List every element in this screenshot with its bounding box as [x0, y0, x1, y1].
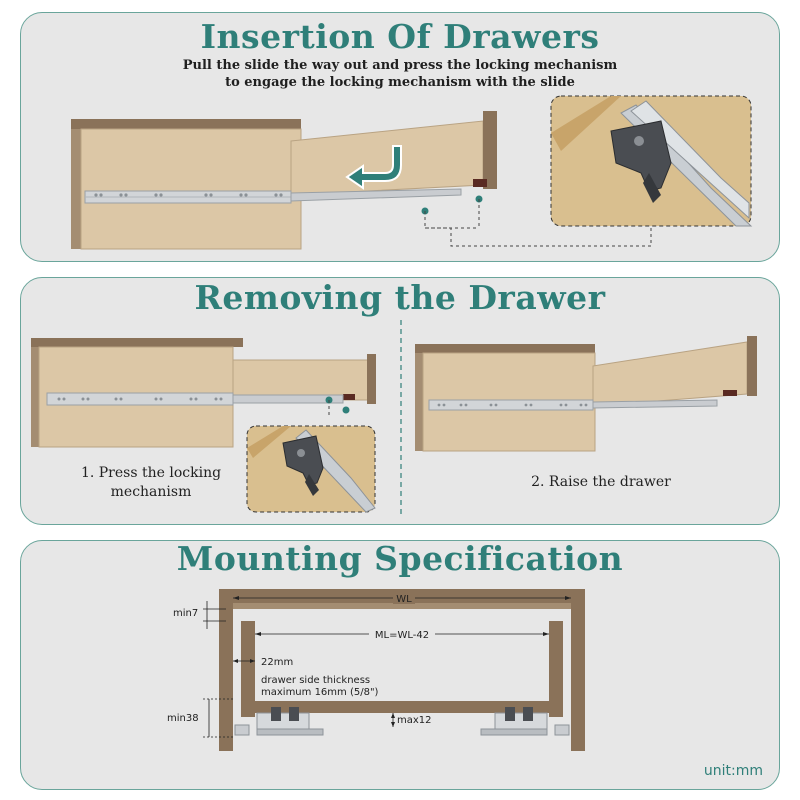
mounting-title: Mounting Specification	[176, 540, 624, 578]
ml-label: ML=WL-42	[375, 630, 429, 641]
step1-caption: 1. Press the locking mechanism	[61, 464, 241, 502]
right-drawer-raised	[592, 336, 757, 407]
removing-diagram	[31, 320, 757, 518]
insertion-instruction-line2: to engage the locking mechanism with the…	[225, 75, 575, 90]
left-slide-hardware	[234, 707, 324, 736]
min7-dimension	[203, 601, 226, 629]
mounting-panel: Mounting Specification WL min7	[20, 540, 780, 790]
removing-panel: Removing the Drawer	[20, 277, 780, 525]
wl-dimension	[233, 592, 571, 604]
max12-label: max12	[397, 715, 432, 726]
insertion-panel: Insertion Of Drawers Pull the slide the …	[20, 12, 780, 262]
cabinet-illustration	[71, 119, 302, 250]
push-arrow-icon	[345, 145, 402, 190]
callout-leader	[421, 195, 652, 247]
insertion-title: Insertion Of Drawers	[200, 17, 600, 56]
left-callout-leader	[325, 396, 350, 418]
right-slide-hardware	[480, 707, 570, 736]
insertion-diagram	[71, 95, 753, 250]
lock-detail-image	[550, 95, 753, 227]
right-cabinet	[415, 344, 596, 452]
thickness-label-line1: drawer side thickness	[261, 675, 370, 686]
step1-caption-line2: mechanism	[110, 484, 192, 500]
max12-dimension	[391, 713, 395, 727]
left-slide-rail	[46, 392, 344, 406]
d22-dimension	[233, 659, 255, 663]
drawer-box	[241, 621, 563, 717]
mounting-diagram: WL min7 ML=WL-42 22mm drawer	[167, 589, 585, 751]
wl-label: WL	[396, 594, 412, 605]
ml-dimension	[255, 628, 549, 640]
drawer-illustration	[290, 111, 497, 196]
removing-title: Removing the Drawer	[194, 278, 606, 317]
right-slide-rail	[428, 399, 718, 411]
unit-label: unit:mm	[703, 763, 763, 779]
step1-caption-line1: 1. Press the locking	[80, 465, 222, 481]
min38-dimension	[203, 698, 233, 738]
left-drawer	[232, 354, 376, 404]
min7-label: min7	[173, 608, 198, 619]
min38-label: min38	[167, 713, 199, 724]
d22-label: 22mm	[261, 657, 293, 668]
insertion-instruction-line1: Pull the slide the way out and press the…	[182, 58, 618, 73]
slide-rail	[84, 188, 462, 204]
press-lock-detail-image	[246, 425, 376, 513]
step2-caption: 2. Raise the drawer	[531, 474, 671, 490]
thickness-label-line2: maximum 16mm (5/8")	[261, 687, 379, 698]
